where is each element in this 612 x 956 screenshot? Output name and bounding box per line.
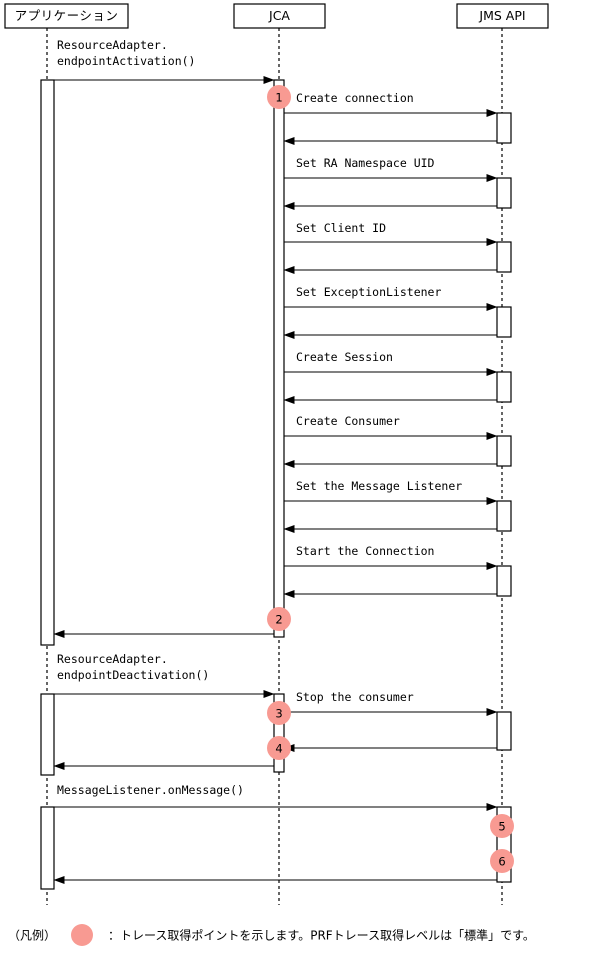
activation-bar-app <box>40 806 55 890</box>
message-label-line: ResourceAdapter. <box>57 38 168 52</box>
trace-point-6[interactable]: 6 <box>490 849 514 873</box>
trace-point-number: 6 <box>498 855 505 869</box>
lane-title-jca: JCA <box>268 8 290 23</box>
message-label: Create Consumer <box>296 414 400 428</box>
message-label-line: endpointDeactivation() <box>57 668 209 682</box>
lane-title-jms: JMS API <box>478 8 525 23</box>
trace-point-1[interactable]: 1 <box>267 85 291 109</box>
lane-box-app[interactable] <box>4 3 129 29</box>
trace-point-circle <box>267 607 291 631</box>
message-label: Create connection <box>296 91 414 105</box>
message-label-line: Create connection <box>296 91 414 105</box>
message-label-line: ResourceAdapter. <box>57 652 168 666</box>
lane-header-boxes: アプリケーション JCA JMS API <box>4 3 549 29</box>
trace-point-number: 4 <box>275 742 282 756</box>
message-m4: Set RA Namespace UID <box>284 156 498 182</box>
activation-bar-jms <box>496 241 512 273</box>
lane-header-jms[interactable]: JMS API <box>456 3 549 29</box>
message-label-line: Create Session <box>296 350 393 364</box>
trace-point-number: 5 <box>498 820 505 834</box>
trace-point-circle <box>267 736 291 760</box>
trace-point-circle <box>267 85 291 109</box>
trace-point-number: 2 <box>275 613 282 627</box>
message-label: Set RA Namespace UID <box>296 156 435 170</box>
message-m1: ResourceAdapter. endpointActivation() <box>54 38 275 84</box>
legend-marker-icon <box>71 924 93 946</box>
activation-bar-jms <box>496 500 512 532</box>
message-m14: Set the Message Listener <box>284 479 498 505</box>
message-label: Set the Message Listener <box>296 479 462 493</box>
lane-box-jms[interactable] <box>456 3 549 29</box>
activations-layer <box>40 79 512 890</box>
message-m12: Create Consumer <box>284 414 498 440</box>
message-m2: Create connection <box>284 91 498 117</box>
trace-point-circle <box>490 814 514 838</box>
message-label-line: Set the Message Listener <box>296 479 462 493</box>
message-label-line: Start the Connection <box>296 544 434 558</box>
message-m16: Start the Connection <box>284 544 498 570</box>
legend: （凡例） ：トレース取得ポイントを示します。PRFトレース取得レベルは「標準」です… <box>8 924 535 946</box>
trace-point-number: 1 <box>275 91 282 105</box>
message-label-line: Stop the consumer <box>296 690 414 704</box>
trace-point-number: 3 <box>275 707 282 721</box>
activation-bar-app <box>40 693 55 776</box>
activation-bar-jms <box>496 306 512 338</box>
trace-point-2[interactable]: 2 <box>267 607 291 631</box>
trace-point-markers: 1 2 3 4 5 6 <box>267 85 514 873</box>
trace-point-3[interactable]: 3 <box>267 701 291 725</box>
activation-bar-jms <box>496 177 512 209</box>
lane-title-app: アプリケーション <box>15 8 119 23</box>
message-label-line: Create Consumer <box>296 414 400 428</box>
message-m19: ResourceAdapter. endpointDeactivation() <box>54 652 275 698</box>
activation-bar-jms <box>496 565 512 597</box>
message-label-line: Set RA Namespace UID <box>296 156 435 170</box>
message-label-line: Set Client ID <box>296 221 386 235</box>
trace-point-circle <box>490 849 514 873</box>
message-m23: MessageListener.onMessage() <box>54 783 498 811</box>
trace-point-circle <box>267 701 291 725</box>
message-label: Set Client ID <box>296 221 386 235</box>
message-label: Set ExceptionListener <box>296 285 441 299</box>
message-label-line: MessageListener.onMessage() <box>57 783 244 797</box>
message-label-line: Set ExceptionListener <box>296 285 441 299</box>
message-label-line: endpointActivation() <box>57 54 195 68</box>
message-label: MessageListener.onMessage() <box>57 783 244 797</box>
legend-prefix: （凡例） <box>8 929 56 943</box>
lane-header-app[interactable]: アプリケーション <box>4 3 129 29</box>
message-m8: Set ExceptionListener <box>284 285 498 311</box>
message-m20: Stop the consumer <box>284 690 498 716</box>
activation-bar-jca <box>273 693 285 773</box>
message-m10: Create Session <box>284 350 498 376</box>
trace-point-5[interactable]: 5 <box>490 814 514 838</box>
message-label: Create Session <box>296 350 393 364</box>
activation-bar-jms <box>496 112 512 144</box>
message-label: ResourceAdapter. endpointActivation() <box>57 38 195 68</box>
activation-bar-jms <box>496 435 512 467</box>
message-label: ResourceAdapter. endpointDeactivation() <box>57 652 209 682</box>
lane-box-jca[interactable] <box>233 3 326 29</box>
message-label: Start the Connection <box>296 544 434 558</box>
trace-point-4[interactable]: 4 <box>267 736 291 760</box>
message-m6: Set Client ID <box>284 221 498 246</box>
activation-bar-jms <box>496 371 512 403</box>
messages-layer: ResourceAdapter. endpointActivation() Crea… <box>53 38 498 884</box>
lane-header-jca[interactable]: JCA <box>233 3 326 29</box>
legend-description: ：トレース取得ポイントを示します。PRFトレース取得レベルは「標準」です。 <box>108 928 535 943</box>
activation-bar-app <box>40 79 55 646</box>
message-label: Stop the consumer <box>296 690 414 704</box>
activation-bar-jms <box>496 711 512 751</box>
activation-bar-jca <box>273 79 285 638</box>
